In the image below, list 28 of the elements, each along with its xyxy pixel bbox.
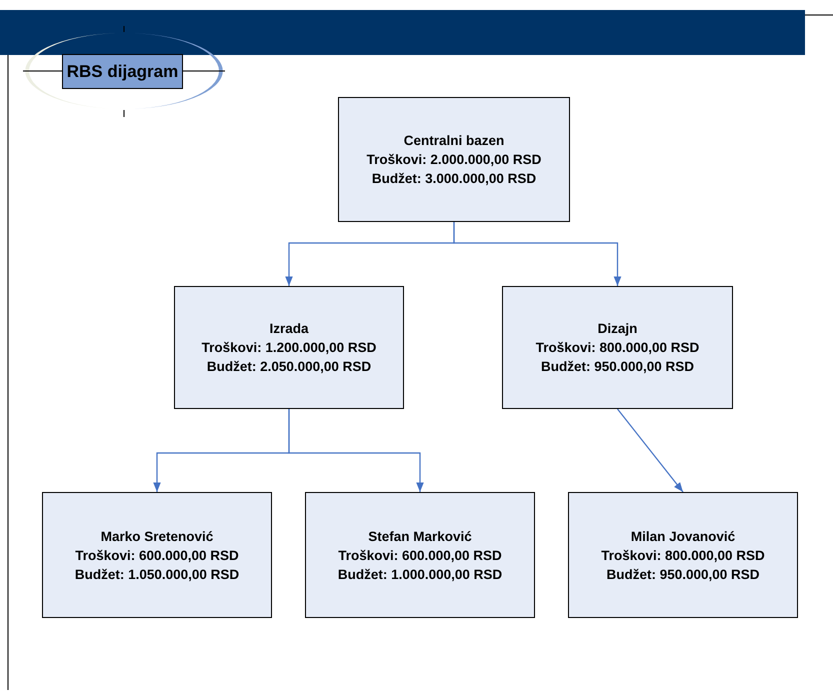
cost-box xyxy=(502,286,733,409)
node-name: Marko Sretenović xyxy=(100,528,214,546)
budget-text: Budžet: 950.000,00 RSD xyxy=(540,358,694,376)
connector-arrow xyxy=(453,222,622,286)
cost-box xyxy=(305,492,535,618)
cost-text: Troškovi: 600.000,00 RSD xyxy=(75,546,239,564)
cost-text: Troškovi: 2.000.000,00 RSD xyxy=(366,151,542,169)
connector-arrow xyxy=(617,408,684,492)
budget-text: Budžet: 3.000.000,00 RSD xyxy=(372,170,536,188)
diagram-title: RBS dijagram xyxy=(62,54,183,89)
connector-arrow xyxy=(288,409,424,492)
budget-text: Budžet: 950.000,00 RSD xyxy=(606,566,760,584)
cost-box xyxy=(42,492,272,618)
cost-text: Troškovi: 800.000,00 RSD xyxy=(601,546,765,564)
cost-text: Troškovi: 600.000,00 RSD xyxy=(338,546,502,564)
cost-box xyxy=(338,97,570,222)
budget-text: Budžet: 2.050.000,00 RSD xyxy=(206,358,372,376)
budget-text: Budžet: 1.000.000,00 RSD xyxy=(338,566,502,584)
budget-text: Budžet: 1.050.000,00 RSD xyxy=(74,566,240,584)
node-name: Centralni bazen xyxy=(404,132,504,150)
cost-text: Troškovi: 800.000,00 RSD xyxy=(536,339,700,357)
cost-box xyxy=(568,492,798,618)
node-name: Stefan Marković xyxy=(368,528,472,546)
cost-text: Troškovi: 1.200.000,00 RSD xyxy=(202,339,376,357)
cost-box xyxy=(174,286,404,409)
node-name: Dizajn xyxy=(598,320,638,338)
node-name: Milan Jovanović xyxy=(630,528,736,546)
node-name: Izrada xyxy=(269,320,309,338)
